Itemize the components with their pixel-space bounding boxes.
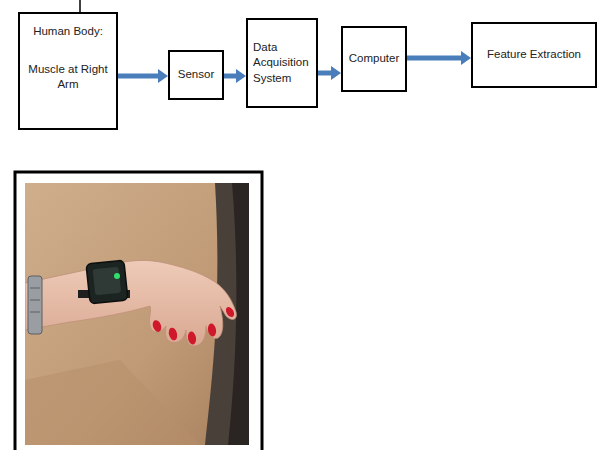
flow-arrow <box>224 74 236 79</box>
flow-arrow <box>407 56 461 61</box>
flow-arrow <box>318 71 331 76</box>
tick-mark <box>79 0 81 12</box>
box-label: Sensor <box>175 67 217 83</box>
process-box: Sensor <box>168 50 224 100</box>
box-label: Computer <box>348 51 400 67</box>
process-box: Feature Extraction <box>471 22 597 88</box>
box-label: Data Acquisition System <box>253 40 311 87</box>
process-box: Human Body: Muscle at Right Arm <box>18 12 118 130</box>
flow-arrow <box>118 74 158 79</box>
process-box: Computer <box>341 26 407 92</box>
photo <box>25 183 249 445</box>
process-box: Data Acquisition System <box>246 18 318 108</box>
photo-frame <box>15 172 262 450</box>
box-label: Muscle at Right Arm <box>25 62 111 93</box>
box-label: Feature Extraction <box>478 47 590 63</box>
box-label: Human Body: <box>25 24 111 40</box>
